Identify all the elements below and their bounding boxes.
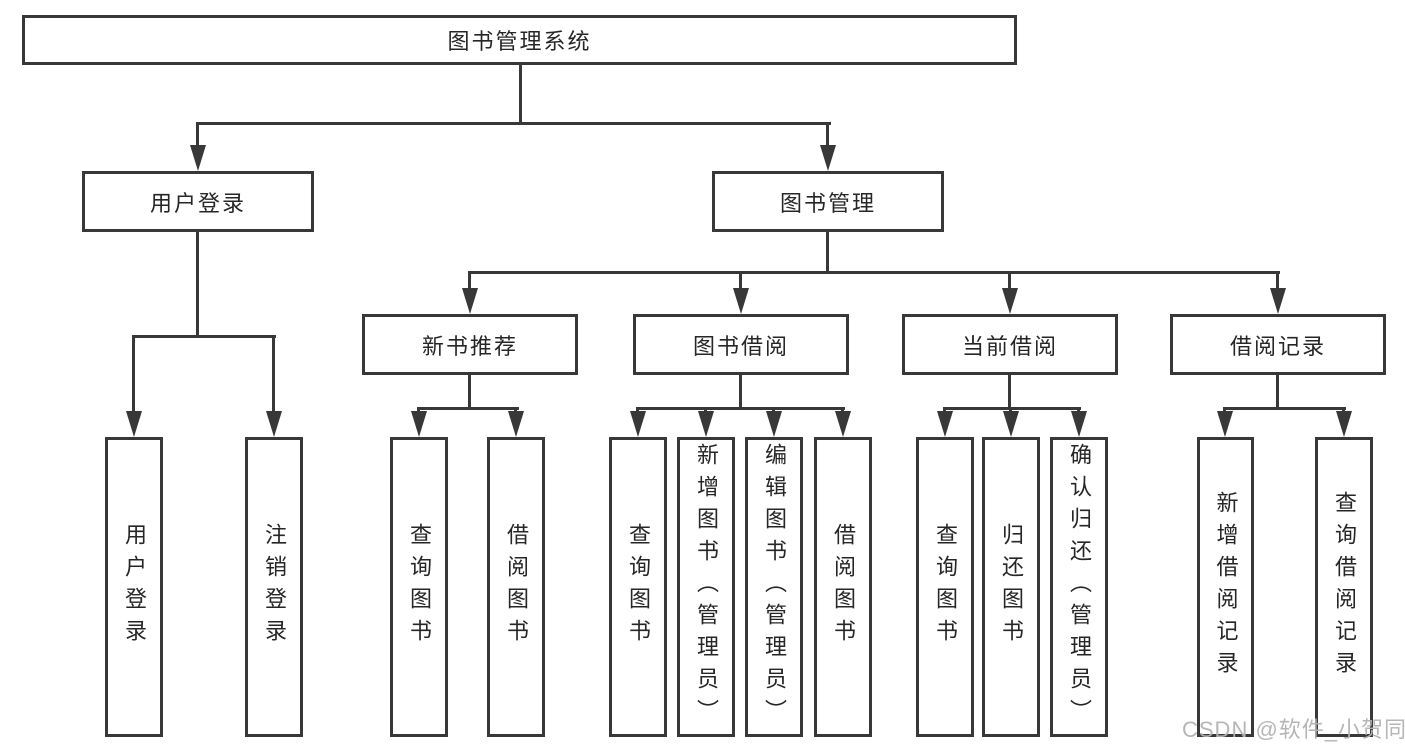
connector-userlogin-stem <box>196 232 199 335</box>
arrowhead-leaf <box>766 411 782 437</box>
connector-bookmgmt-stem <box>826 232 829 273</box>
connector-bookborrow-rail <box>636 407 845 410</box>
node-label: 查询借阅记录 <box>1332 491 1357 683</box>
arrowhead-logout-leaf <box>266 411 282 437</box>
node-label: 归还图书 <box>999 523 1024 651</box>
arrowhead-new-books <box>462 288 478 314</box>
arrowhead-login-leaf <box>126 411 142 437</box>
arrowhead-leaf <box>835 411 851 437</box>
leaf-query-books-current: 查询图书 <box>916 437 974 737</box>
connector-drop-current <box>1008 271 1011 291</box>
connector-drop-user-login <box>196 122 199 147</box>
connector-newbooks-stem <box>468 375 471 409</box>
connector-bookmgmt-rail <box>468 271 1280 274</box>
node-new-book-recommendation: 新书推荐 <box>362 314 578 375</box>
node-label: 新增借阅记录 <box>1213 491 1239 683</box>
connector-userlogin-rail <box>132 335 276 338</box>
connector-drop-book-borrow <box>739 271 742 291</box>
leaf-query-borrowing-record: 查询借阅记录 <box>1315 437 1373 737</box>
node-label: 图书借阅 <box>692 333 789 359</box>
node-label: 当前借阅 <box>961 333 1058 359</box>
node-label: 借阅图书 <box>831 523 856 651</box>
node-label: 图书管理系统 <box>447 29 592 54</box>
leaf-logout: 注销登录 <box>245 437 303 737</box>
connector-drop-login-leaf <box>132 335 135 415</box>
arrowhead-leaf <box>1217 411 1233 437</box>
arrowhead-book-mgmt <box>820 145 836 171</box>
arrowhead-leaf <box>1071 411 1087 437</box>
arrowhead-user-login <box>190 145 206 171</box>
leaf-edit-books-admin: 编辑图书（管理员） <box>745 437 803 737</box>
leaf-add-books-admin: 新增图书（管理员） <box>677 437 735 737</box>
connector-drop-logout-leaf <box>272 335 275 415</box>
node-label: 图书管理 <box>779 190 876 216</box>
arrowhead-book-borrow <box>733 288 749 314</box>
node-label: 注销登录 <box>262 523 287 651</box>
leaf-confirm-return-admin: 确认归还（管理员） <box>1050 437 1108 737</box>
arrowhead-leaf <box>937 411 953 437</box>
connector-root-stem <box>519 65 522 122</box>
connector-bookborrow-stem <box>739 375 742 409</box>
node-book-borrowing: 图书借阅 <box>633 314 849 375</box>
leaf-query-books-recommend: 查询图书 <box>390 437 448 737</box>
node-root-book-management-system: 图书管理系统 <box>22 15 1017 65</box>
connector-drop-new-books <box>468 271 471 291</box>
node-book-management: 图书管理 <box>712 171 944 232</box>
arrowhead-leaf <box>630 411 646 437</box>
node-user-login: 用户登录 <box>82 171 314 232</box>
leaf-query-books-borrowing: 查询图书 <box>609 437 667 737</box>
node-label: 新书推荐 <box>421 333 518 359</box>
arrowhead-leaf <box>508 411 524 437</box>
connector-drop-records <box>1276 271 1279 291</box>
leaf-borrow-books-borrowing: 借阅图书 <box>814 437 872 737</box>
node-label: 用户登录 <box>149 190 246 216</box>
node-label: 确认归还（管理员） <box>1067 443 1092 731</box>
arrowhead-leaf <box>1003 411 1019 437</box>
connector-current-rail <box>943 407 1081 410</box>
node-label: 借阅记录 <box>1229 333 1326 359</box>
node-label: 查询图书 <box>933 523 958 651</box>
leaf-borrow-books-recommend: 借阅图书 <box>487 437 545 737</box>
connector-records-rail <box>1223 407 1346 410</box>
node-label: 编辑图书（管理员） <box>762 443 787 731</box>
connector-records-stem <box>1276 375 1279 409</box>
arrowhead-leaf <box>698 411 714 437</box>
connector-current-stem <box>1008 375 1011 409</box>
node-borrowing-records: 借阅记录 <box>1170 314 1386 375</box>
node-label: 查询图书 <box>626 523 651 651</box>
connector-root-rail <box>196 122 831 125</box>
leaf-user-login: 用户登录 <box>105 437 163 737</box>
node-label: 借阅图书 <box>504 523 529 651</box>
arrowhead-leaf <box>411 411 427 437</box>
node-label: 新增图书（管理员） <box>694 443 719 731</box>
connector-drop-book-mgmt <box>826 122 829 147</box>
connector-newbooks-rail <box>417 407 519 410</box>
leaf-add-borrowing-record: 新增借阅记录 <box>1197 437 1254 737</box>
arrowhead-records <box>1270 288 1286 314</box>
node-label: 用户登录 <box>122 523 147 651</box>
node-label: 查询图书 <box>407 523 432 651</box>
arrowhead-leaf <box>1336 411 1352 437</box>
leaf-return-books: 归还图书 <box>982 437 1040 737</box>
node-current-borrowing: 当前借阅 <box>902 314 1118 375</box>
arrowhead-current <box>1002 288 1018 314</box>
csdn-watermark: CSDN @软件_小贺同学 <box>1182 717 1405 742</box>
